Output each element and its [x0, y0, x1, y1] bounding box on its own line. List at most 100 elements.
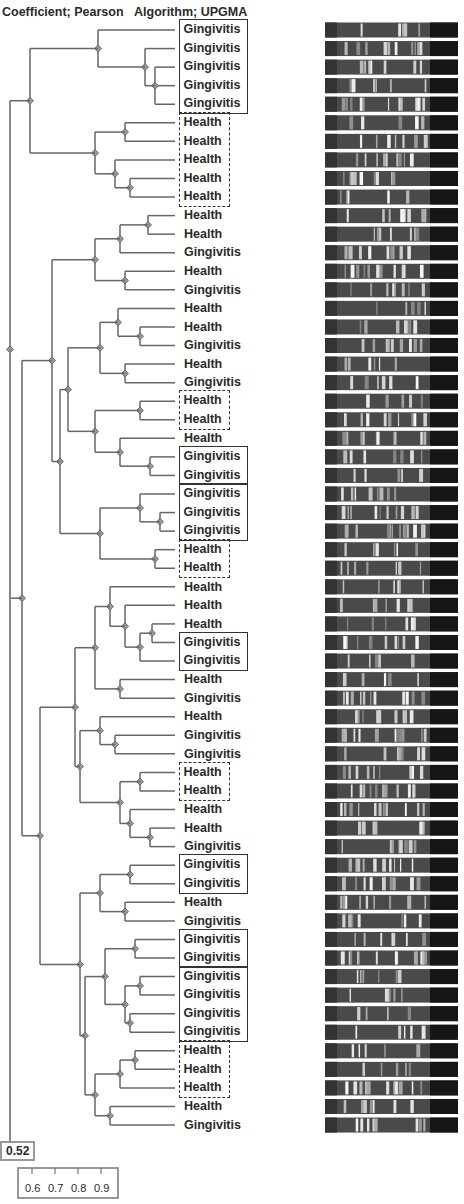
- lane-band: [413, 413, 416, 426]
- lane-band: [364, 469, 366, 482]
- lane-band: [364, 61, 366, 74]
- lane-band: [352, 1044, 354, 1057]
- lane-ground: [325, 1099, 458, 1114]
- lane-band: [404, 1026, 405, 1039]
- lane-band: [405, 803, 407, 816]
- branch-line: [125, 382, 175, 384]
- lane-band: [415, 543, 418, 556]
- lane-band: [421, 729, 422, 742]
- lane-start: [325, 264, 337, 279]
- lane-band: [374, 803, 376, 816]
- lane-band: [414, 952, 418, 965]
- lane-band: [422, 98, 425, 111]
- lane-band: [412, 1081, 414, 1094]
- axis-heading: Algorithm; UPGMA: [134, 4, 247, 20]
- lane-band: [387, 135, 390, 148]
- gel-lane: [325, 691, 458, 706]
- lane-end: [430, 78, 458, 93]
- sample-label: Health: [180, 169, 226, 188]
- lane-band: [370, 784, 372, 797]
- lane-end: [430, 41, 458, 56]
- lane-ground: [325, 78, 458, 93]
- lane-band: [357, 952, 358, 965]
- gel-lane: [325, 319, 458, 334]
- lane-band: [393, 450, 396, 463]
- gingivitis-group-box: GingivitisGingivitisGingivitis: [179, 483, 248, 541]
- lane-band: [356, 766, 359, 779]
- lane-band: [410, 228, 412, 241]
- lane-band: [408, 283, 410, 296]
- lane-band: [404, 24, 407, 37]
- gingivitis-group-box: GingivitisGingivitis: [179, 854, 248, 893]
- lane-ground: [325, 23, 458, 38]
- lane-band: [373, 896, 375, 909]
- gel-lane: [325, 672, 458, 687]
- dendrogram: [7, 30, 176, 1141]
- gel-lane: [325, 654, 458, 669]
- lane-band: [400, 98, 403, 111]
- lane-band: [354, 562, 356, 575]
- branch-line: [100, 322, 118, 324]
- branch-line: [115, 753, 175, 755]
- sample-label: Gingivitis: [180, 967, 245, 986]
- lane-band: [394, 488, 396, 501]
- lane-end: [430, 1080, 458, 1095]
- branch-line: [85, 976, 105, 978]
- scale-tick: [77, 1168, 78, 1174]
- lane-band: [355, 1026, 357, 1039]
- branch-line: [155, 567, 175, 569]
- lane-band: [384, 673, 386, 686]
- lane-end: [430, 876, 458, 891]
- lane-band: [424, 135, 428, 148]
- sample-label: Gingivitis: [184, 689, 241, 708]
- lane-ground: [325, 1025, 458, 1040]
- lane-start: [325, 487, 337, 502]
- lane-band: [402, 283, 405, 296]
- gel-lane: [325, 524, 458, 539]
- lane-ground: [325, 598, 458, 613]
- branch-line: [80, 802, 120, 804]
- branch-line: [130, 178, 175, 180]
- lane-start: [325, 97, 337, 112]
- lane-band: [388, 673, 392, 686]
- lane-band: [387, 525, 391, 538]
- lane-start: [325, 876, 337, 891]
- sample-label: Health: [184, 615, 222, 634]
- lane-band: [400, 859, 401, 872]
- lane-band: [341, 488, 344, 501]
- lane-band: [363, 432, 364, 445]
- lane-band: [358, 1007, 360, 1020]
- sample-label: Health: [184, 596, 222, 615]
- lane-band: [357, 970, 359, 983]
- sample-label: Health: [180, 763, 226, 782]
- lane-ground: [325, 264, 458, 279]
- lane-ground: [325, 1006, 458, 1021]
- lane-start: [325, 839, 337, 854]
- gel-lane: [325, 821, 458, 836]
- lane-band: [376, 135, 378, 148]
- lane-band: [411, 766, 414, 779]
- lane-band: [373, 79, 376, 92]
- branch-line: [135, 1069, 175, 1071]
- lane-band: [422, 933, 426, 946]
- lane-band: [359, 1081, 362, 1094]
- lane-band: [397, 469, 400, 482]
- branch-line: [110, 1124, 175, 1126]
- gel-lane: [325, 635, 458, 650]
- lane-end: [430, 505, 458, 520]
- lane-band: [352, 79, 356, 92]
- lane-start: [325, 1043, 337, 1058]
- lane-ground: [325, 783, 458, 798]
- lane-ground: [325, 227, 458, 242]
- lane-band: [362, 339, 365, 352]
- lane-band: [341, 562, 343, 575]
- lane-band: [342, 914, 345, 927]
- branch-line: [110, 586, 175, 588]
- lane-start: [325, 394, 337, 409]
- lane-band: [362, 673, 365, 686]
- lane-band: [416, 228, 418, 241]
- lane-end: [430, 932, 458, 947]
- branch-line: [120, 438, 175, 440]
- lane-band: [402, 265, 406, 278]
- lane-band: [345, 265, 346, 278]
